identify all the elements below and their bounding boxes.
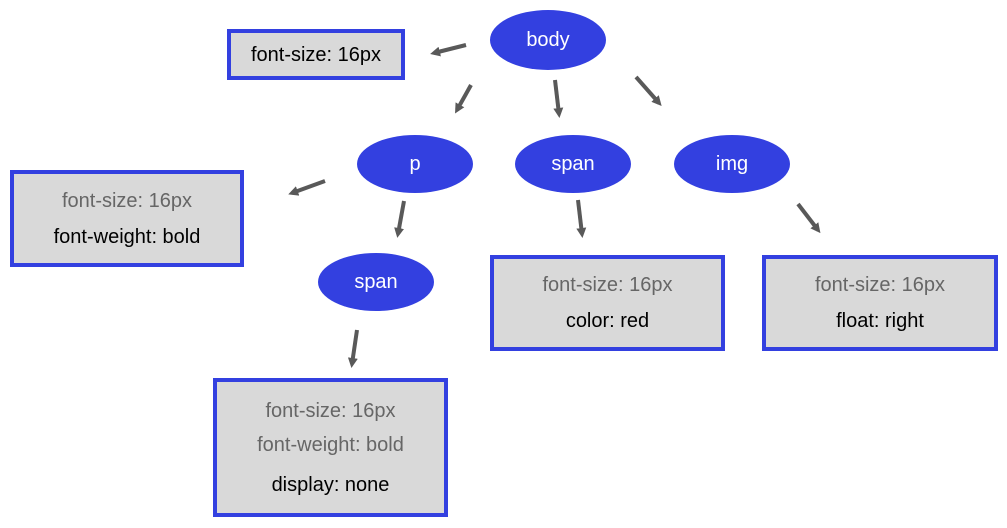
- arrow-body-to-img: [634, 75, 662, 106]
- arrow-body-to-body-box: [430, 43, 467, 57]
- img-inherited-style: font-size: 16px: [814, 274, 946, 296]
- node-span-top: span: [515, 135, 631, 193]
- body-own-style: font-size: 16px: [250, 43, 382, 66]
- node-span-top-label: span: [551, 152, 595, 175]
- node-img: img: [674, 135, 790, 193]
- node-span-child-label: span: [354, 270, 398, 293]
- arrow-span-to-span-box: [576, 199, 587, 238]
- node-body: body: [490, 10, 606, 70]
- span-child-inherited-style-1: font-size: 16px: [265, 399, 396, 422]
- arrow-body-to-p: [455, 84, 473, 114]
- arrow-body-to-span: [553, 79, 564, 118]
- arrow-p-to-span-child: [394, 200, 406, 238]
- arrow-p-to-p-box: [288, 179, 326, 196]
- node-p: p: [357, 135, 473, 193]
- node-img-label: img: [715, 152, 749, 175]
- span-child-inherited-style-2: font-weight: bold: [257, 433, 404, 456]
- body-style-box: font-size: 16px: [227, 29, 405, 80]
- arrow-span-child-to-box: [347, 329, 359, 368]
- span-child-own-style: display: none: [271, 473, 390, 496]
- node-body-label: body: [526, 28, 570, 51]
- span-child-style-box: font-size: 16px font-weight: bold displa…: [213, 378, 448, 517]
- img-own-style: float: right: [836, 310, 924, 332]
- p-style-box: font-size: 16px font-weight: bold: [10, 170, 244, 267]
- arrow-img-to-img-box: [796, 202, 821, 234]
- p-inherited-style: font-size: 16px: [61, 189, 193, 212]
- img-style-box: font-size: 16px float: right: [762, 255, 998, 351]
- span-top-own-style: color: red: [565, 310, 650, 332]
- p-own-style: font-weight: bold: [53, 225, 201, 248]
- span-top-inherited-style: font-size: 16px: [542, 274, 673, 296]
- node-span-child: span: [318, 253, 434, 311]
- node-p-label: p: [409, 152, 421, 175]
- span-top-style-box: font-size: 16px color: red: [490, 255, 725, 351]
